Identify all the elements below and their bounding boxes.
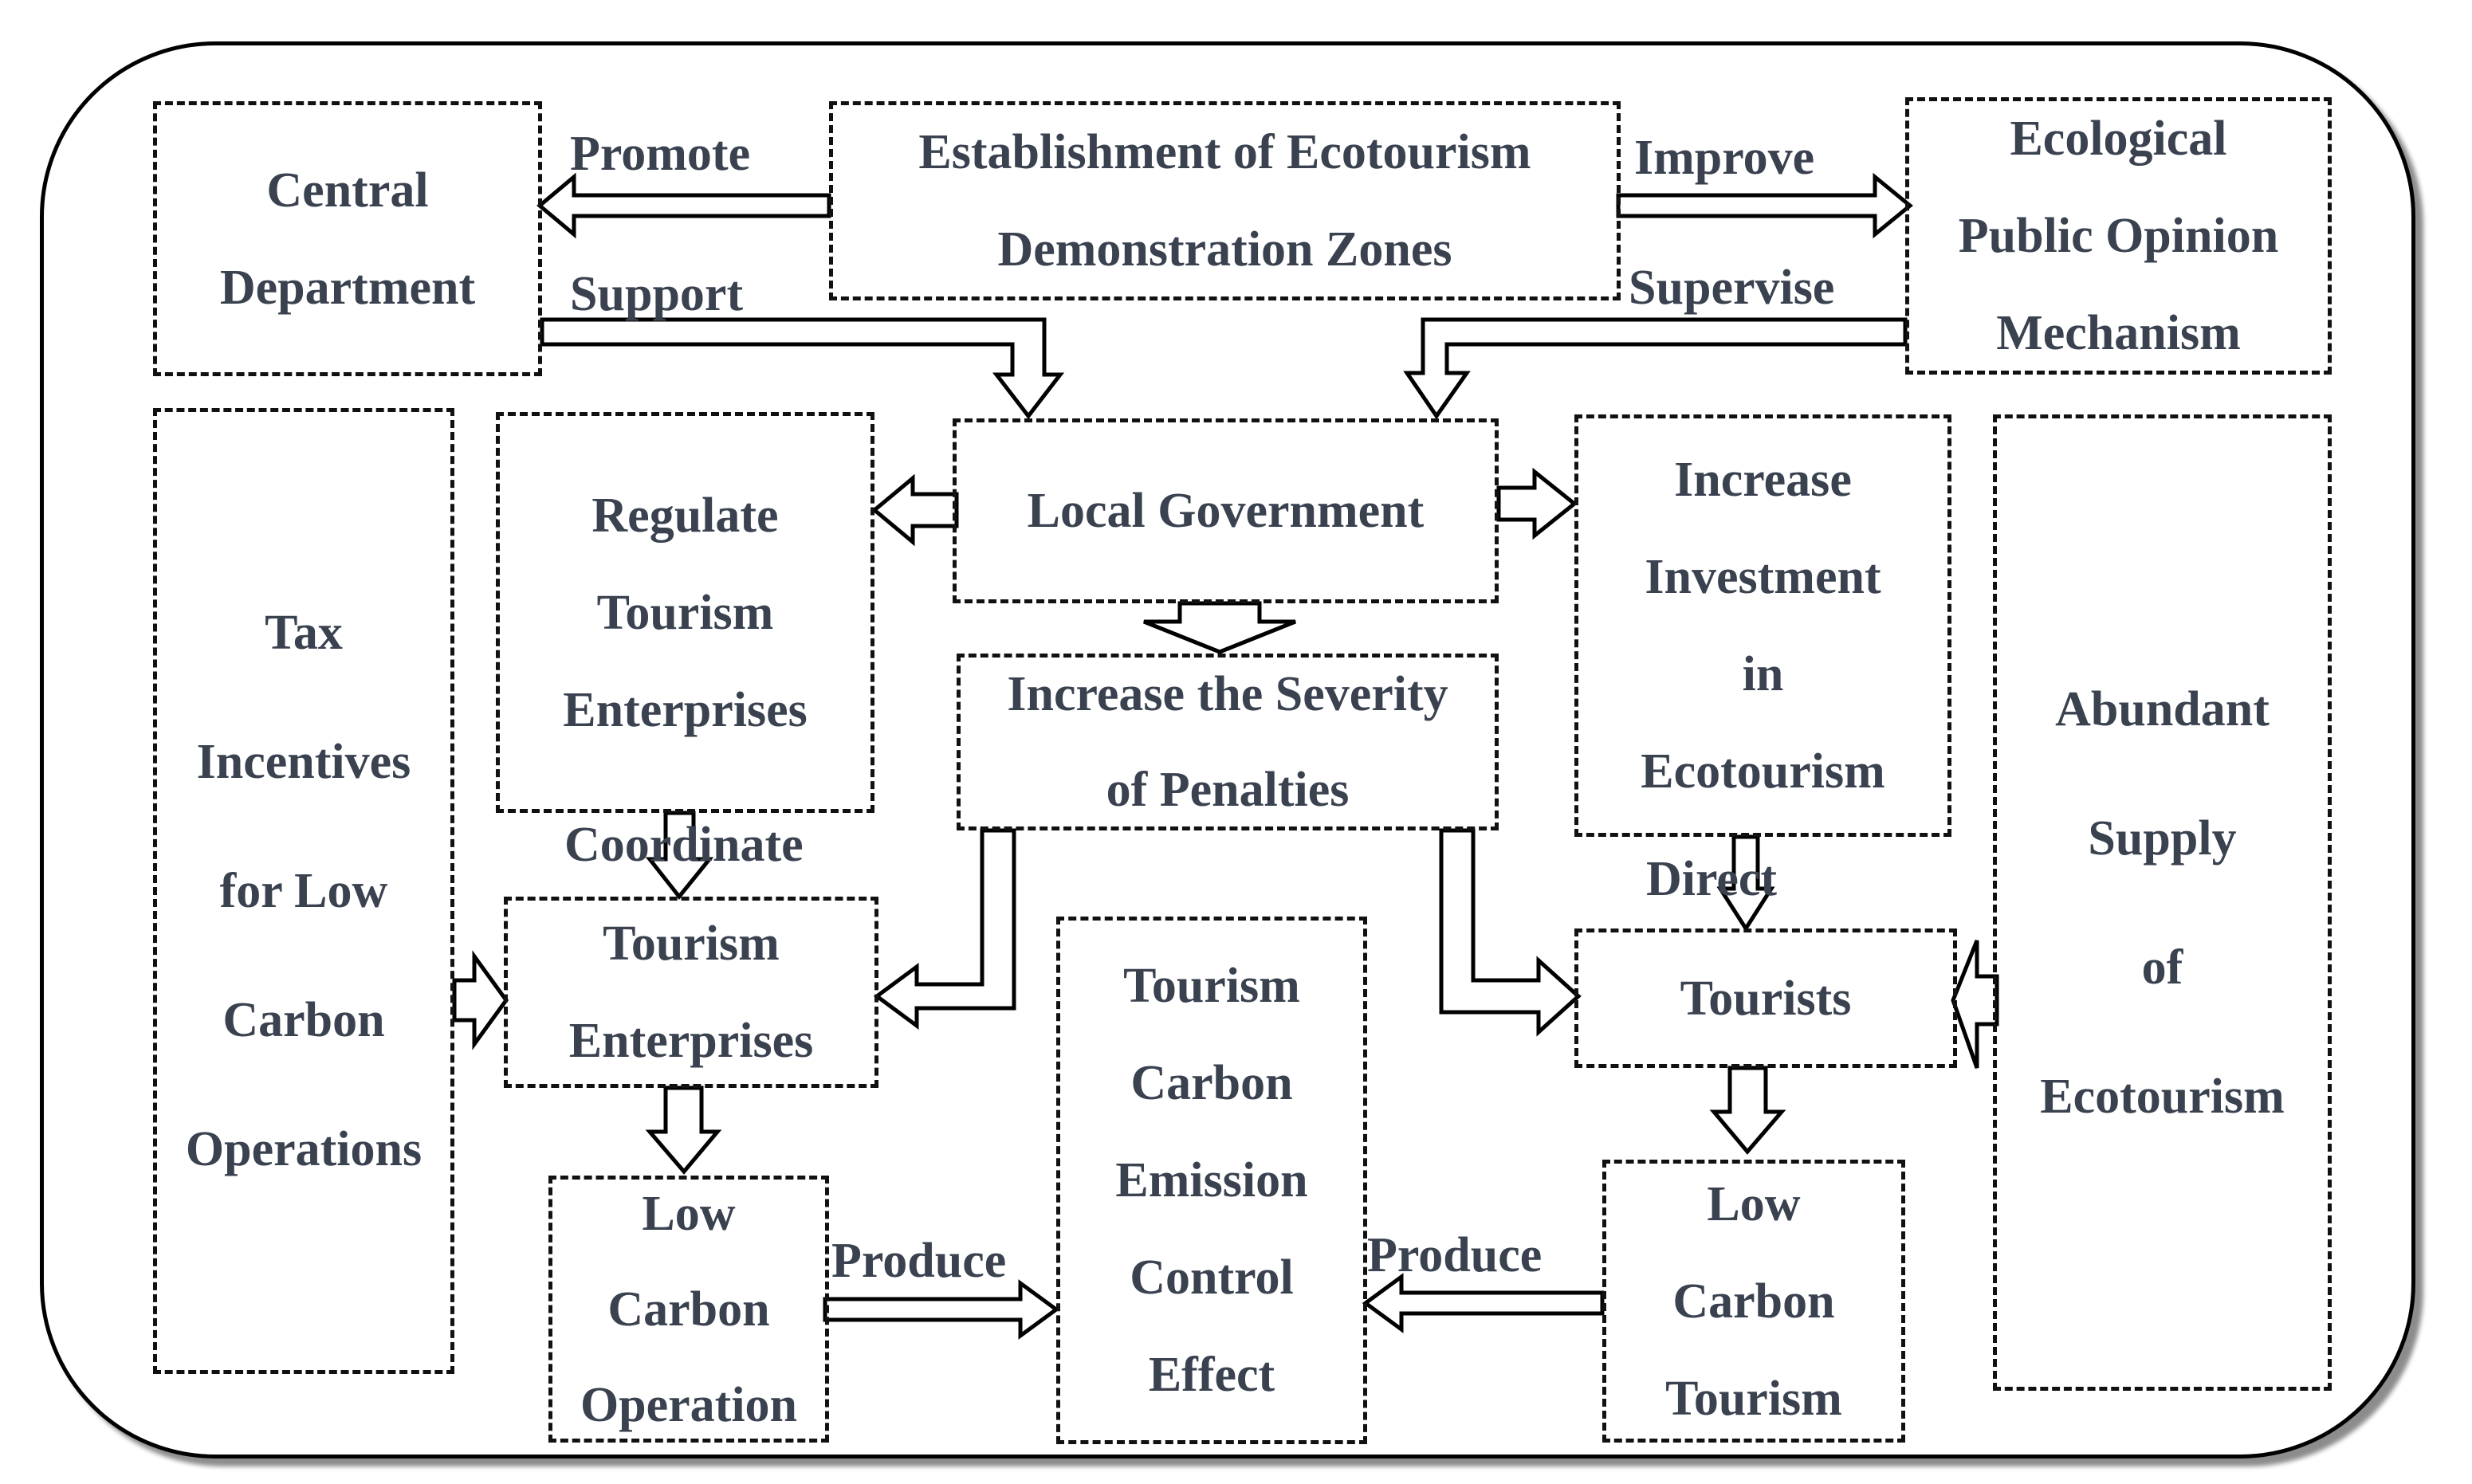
ecological-opinion-line: Mechanism — [1996, 306, 2241, 360]
arrow-severity-to-tourists — [1439, 828, 1582, 1037]
tourists-box: Tourists — [1574, 928, 1957, 1068]
carbon-emission-control-line: Effect — [1148, 1348, 1275, 1402]
tax-incentives-line: Carbon — [222, 993, 385, 1047]
regulate-enterprises-line: Enterprises — [563, 682, 808, 737]
increase-severity-box: Increase the Severity of Penalties — [957, 654, 1499, 830]
carbon-emission-control-line: Emission — [1115, 1153, 1308, 1207]
arrow-tourists-to-lowtour — [1709, 1066, 1786, 1155]
arrow-local-to-severity — [1143, 601, 1296, 654]
establishment-line: Establishment of Ecotourism — [918, 125, 1531, 179]
promote-label: Promote — [570, 127, 751, 181]
increase-severity-line: of Penalties — [1106, 763, 1350, 817]
arrow-abundant-to-tourists — [1951, 940, 1999, 1069]
arrow-tax-to-enterprises — [452, 950, 509, 1050]
arrow-support — [540, 317, 1065, 420]
abundant-supply-line: of — [2141, 940, 2183, 995]
arrow-improve — [1616, 172, 1913, 239]
increase-investment-line: Increase — [1674, 453, 1852, 507]
arrow-produce-left — [823, 1279, 1060, 1340]
outer-rounded-frame — [40, 41, 2415, 1458]
low-carbon-tourism-line: Tourism — [1665, 1371, 1842, 1426]
central-department-line: Department — [219, 260, 476, 315]
ecological-opinion-line: Public Opinion — [1958, 209, 2279, 263]
arrow-coordinate — [645, 811, 714, 901]
tourists-label: Tourists — [1680, 971, 1852, 1026]
establishment-line: Demonstration Zones — [997, 222, 1452, 277]
central-department-line: Central — [266, 163, 429, 218]
abundant-supply-line: Supply — [2088, 811, 2237, 866]
improve-label: Improve — [1634, 131, 1815, 185]
tax-incentives-line: for Low — [219, 864, 388, 918]
arrow-promote — [536, 172, 831, 239]
arrow-enterprises-to-lowop — [645, 1086, 722, 1175]
tourism-enterprises-line: Enterprises — [568, 1014, 814, 1068]
increase-investment-line: Ecotourism — [1641, 744, 1885, 799]
carbon-emission-control-line: Tourism — [1123, 959, 1300, 1013]
arrow-supervise — [1403, 317, 1908, 420]
produce-right-label: Produce — [1367, 1228, 1543, 1282]
abundant-supply-line: Abundant — [2055, 681, 2270, 736]
tax-incentives-line: Tax — [265, 606, 343, 660]
direct-label: Direct — [1646, 852, 1778, 906]
low-carbon-tourism-line: Carbon — [1672, 1274, 1835, 1329]
local-government-box: Local Government — [953, 418, 1499, 603]
coordinate-label: Coordinate — [564, 818, 804, 872]
low-carbon-tourism-line: Low — [1707, 1176, 1801, 1231]
arrow-direct — [1716, 834, 1775, 932]
arrow-produce-right — [1362, 1273, 1605, 1333]
tax-incentives-line: Operations — [185, 1122, 422, 1176]
produce-left-label: Produce — [831, 1234, 1007, 1288]
arrow-severity-to-enterprises — [873, 828, 1016, 1030]
ecological-opinion-line: Ecological — [2010, 112, 2227, 166]
low-carbon-operation-line: Operation — [580, 1377, 798, 1432]
tax-incentives-line: Incentives — [196, 735, 411, 789]
arrow-local-to-regulate — [871, 473, 959, 547]
local-government-label: Local Government — [1027, 484, 1425, 538]
arrow-local-to-invest — [1496, 467, 1578, 540]
regulate-enterprises-line: Regulate — [591, 488, 779, 543]
regulate-enterprises-line: Tourism — [596, 585, 774, 640]
carbon-emission-control-line: Carbon — [1130, 1056, 1293, 1110]
support-label: Support — [570, 267, 744, 321]
low-carbon-operation-line: Low — [642, 1186, 736, 1241]
increase-investment-line: in — [1742, 647, 1784, 701]
abundant-supply-line: Ecotourism — [2040, 1069, 2285, 1124]
increase-severity-line: Increase the Severity — [1007, 667, 1448, 721]
tourism-enterprises-line: Tourism — [603, 917, 780, 971]
supervise-label: Supervise — [1629, 261, 1835, 315]
carbon-emission-control-line: Control — [1130, 1250, 1294, 1305]
increase-investment-line: Investment — [1645, 550, 1881, 604]
low-carbon-operation-line: Carbon — [607, 1282, 770, 1337]
